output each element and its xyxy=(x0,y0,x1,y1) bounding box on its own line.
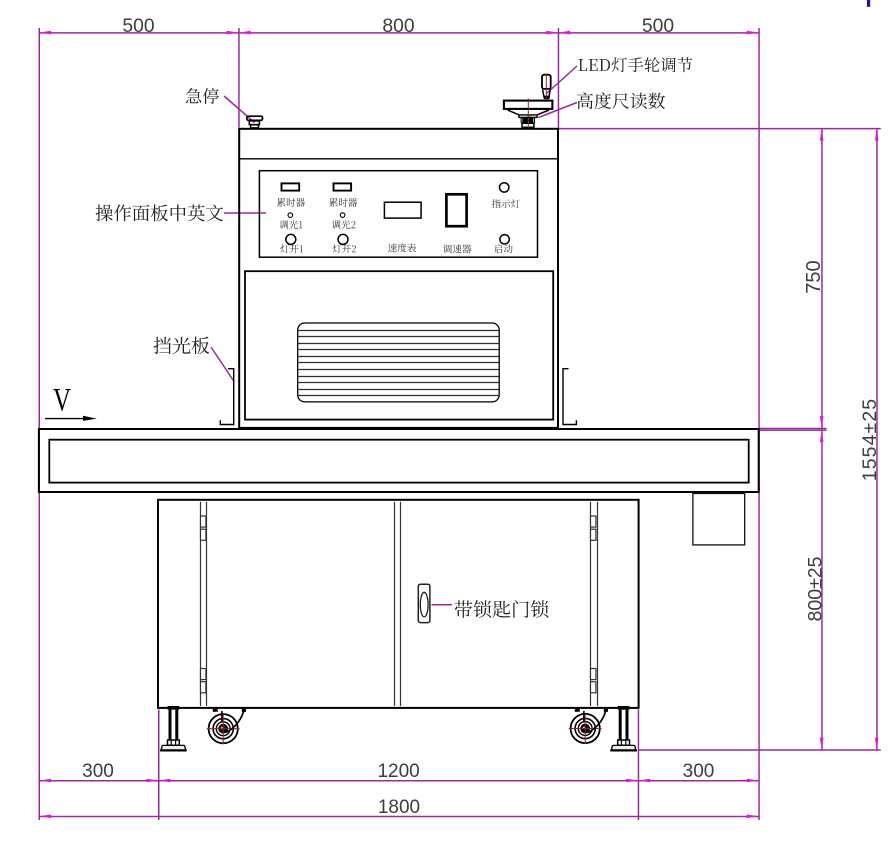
svg-text:1554±25: 1554±25 xyxy=(859,398,881,481)
svg-text:V: V xyxy=(53,383,71,419)
svg-text:750: 750 xyxy=(803,260,825,293)
svg-text:500: 500 xyxy=(642,16,674,37)
svg-text:800: 800 xyxy=(382,16,414,37)
svg-text:300: 300 xyxy=(683,761,715,782)
svg-text:300: 300 xyxy=(82,761,114,782)
svg-text:500: 500 xyxy=(122,16,154,37)
svg-text:800±25: 800±25 xyxy=(804,556,826,621)
svg-text:1200: 1200 xyxy=(377,761,419,782)
svg-text:1800: 1800 xyxy=(378,797,420,818)
